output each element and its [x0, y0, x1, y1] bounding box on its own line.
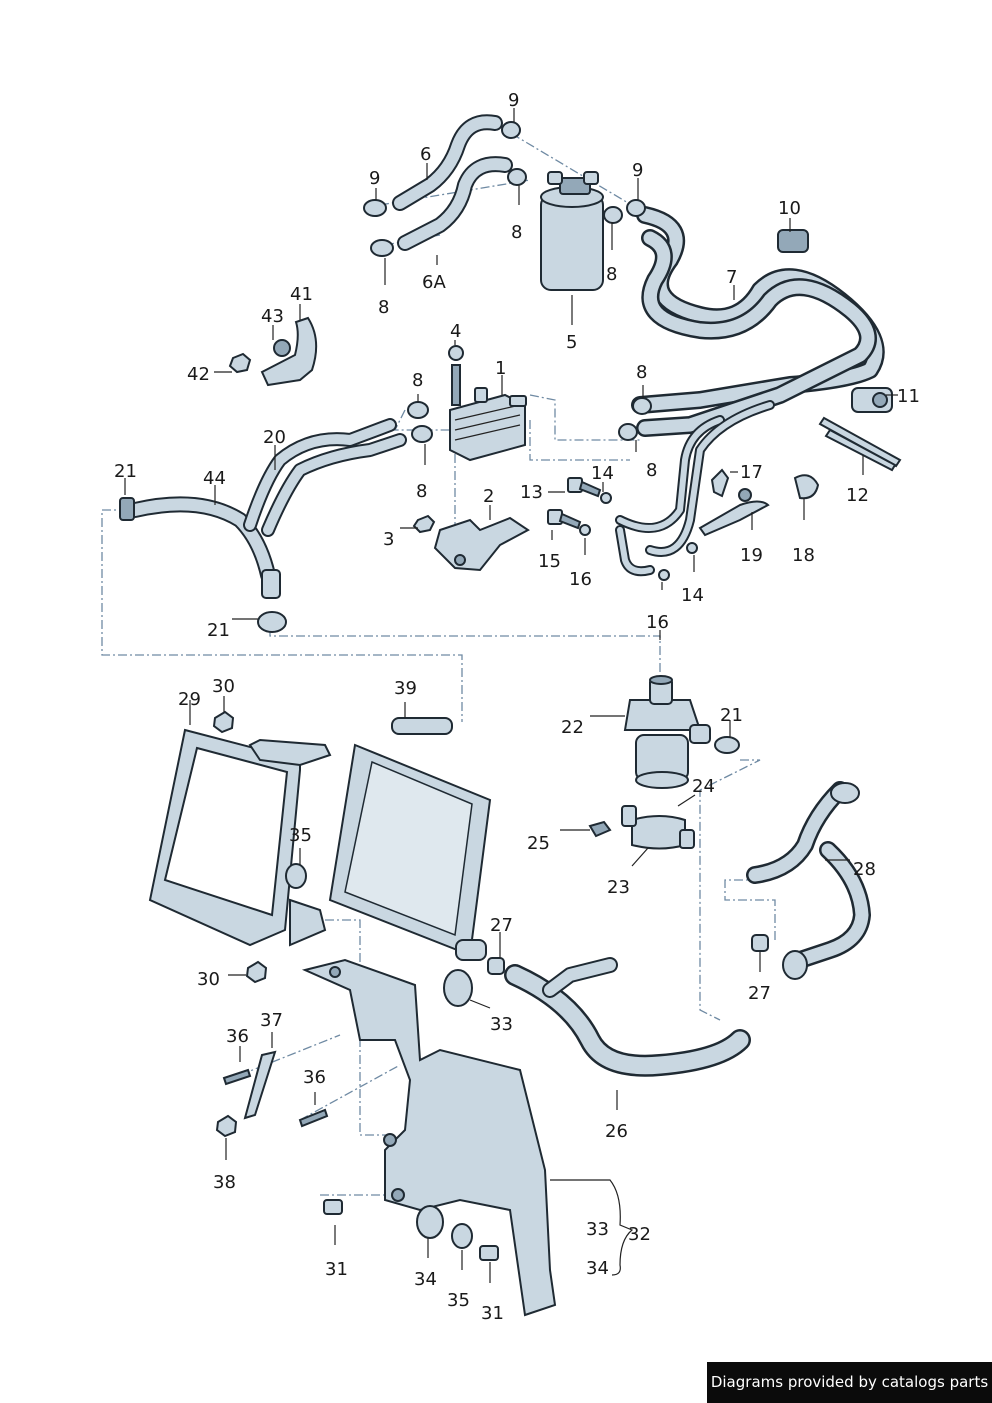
leader-lines [124, 108, 898, 1283]
label-15: 15 [538, 551, 561, 572]
label-32: 32 [628, 1224, 651, 1245]
label-21-a: 21 [114, 461, 137, 482]
label-3: 3 [383, 529, 394, 550]
label-16-b: 16 [646, 612, 669, 633]
label-24: 24 [692, 776, 715, 797]
label-8-d: 8 [412, 370, 423, 391]
label-10: 10 [778, 198, 801, 219]
label-34-a: 34 [414, 1269, 437, 1290]
label-21-c: 21 [720, 705, 743, 726]
label-27-b: 27 [748, 983, 771, 1004]
label-8-e: 8 [416, 481, 427, 502]
label-35-b: 35 [447, 1290, 470, 1311]
fasteners [212, 710, 769, 1261]
label-28: 28 [853, 859, 876, 880]
coolant-filter-canister [540, 171, 604, 291]
label-27-a: 27 [490, 915, 513, 936]
hoses-6-6A [392, 114, 513, 251]
label-37: 37 [260, 1010, 283, 1031]
label-44: 44 [203, 468, 226, 489]
label-38: 38 [213, 1172, 236, 1193]
radiator-frame-29 [148, 728, 332, 947]
label-25: 25 [527, 833, 550, 854]
label-29: 29 [178, 689, 201, 710]
label-20: 20 [263, 427, 286, 448]
label-31-b: 31 [481, 1303, 504, 1324]
label-13: 13 [520, 482, 543, 503]
label-8-c: 8 [606, 264, 617, 285]
auxiliary-radiator-39 [328, 717, 492, 961]
label-33-b: 33 [586, 1219, 609, 1240]
part-labels: 1 2 3 4 5 6 6A 7 8 8 8 8 8 8 8 9 9 9 10 … [114, 90, 920, 1324]
label-12: 12 [846, 485, 869, 506]
label-18: 18 [792, 545, 815, 566]
label-22: 22 [561, 717, 584, 738]
label-23: 23 [607, 877, 630, 898]
label-9-a: 9 [369, 168, 380, 189]
label-9-b: 9 [508, 90, 519, 111]
auxiliary-pump-22 [623, 675, 711, 789]
label-11: 11 [897, 386, 920, 407]
clips-10-11-12 [777, 229, 902, 472]
credit-banner: Diagrams provided by catalogs parts [707, 1362, 992, 1403]
mounting-bracket-33-34 [301, 958, 557, 1317]
label-41: 41 [290, 284, 313, 305]
label-6A: 6A [422, 272, 446, 293]
label-34-b: 34 [586, 1258, 609, 1279]
label-33-a: 33 [490, 1014, 513, 1035]
pump-bracket-23-24 [588, 805, 695, 850]
label-31-a: 31 [325, 1259, 348, 1280]
label-7: 7 [726, 267, 737, 288]
bracket-2 [412, 514, 530, 572]
heat-exchanger [448, 345, 527, 462]
bolts-13-15 [547, 477, 602, 530]
hose-26 [504, 957, 751, 1077]
clips-17-18-19 [698, 468, 820, 537]
label-8-f: 8 [636, 362, 647, 383]
hoses-20-44 [119, 418, 407, 599]
label-36-a: 36 [226, 1026, 249, 1047]
hose-7-assembly [615, 206, 885, 577]
label-8-a: 8 [378, 297, 389, 318]
hose-28 [746, 781, 871, 980]
label-8-b: 8 [511, 222, 522, 243]
label-2: 2 [483, 486, 494, 507]
label-19: 19 [740, 545, 763, 566]
label-6: 6 [420, 144, 431, 165]
label-43: 43 [261, 306, 284, 327]
label-5: 5 [566, 332, 577, 353]
label-17: 17 [740, 462, 763, 483]
label-30-b: 30 [197, 969, 220, 990]
label-30-a: 30 [212, 676, 235, 697]
label-39: 39 [394, 678, 417, 699]
label-1: 1 [495, 358, 506, 379]
label-35-a: 35 [289, 825, 312, 846]
label-14-b: 14 [681, 585, 704, 606]
label-16-a: 16 [569, 569, 592, 590]
label-8-g: 8 [646, 460, 657, 481]
hose-clamps [257, 121, 740, 754]
bracket-41 [228, 316, 318, 387]
label-36-b: 36 [303, 1067, 326, 1088]
label-21-b: 21 [207, 620, 230, 641]
label-14-a: 14 [591, 463, 614, 484]
label-42: 42 [187, 364, 210, 385]
label-9-c: 9 [632, 160, 643, 181]
label-4: 4 [450, 321, 461, 342]
label-26: 26 [605, 1121, 628, 1142]
